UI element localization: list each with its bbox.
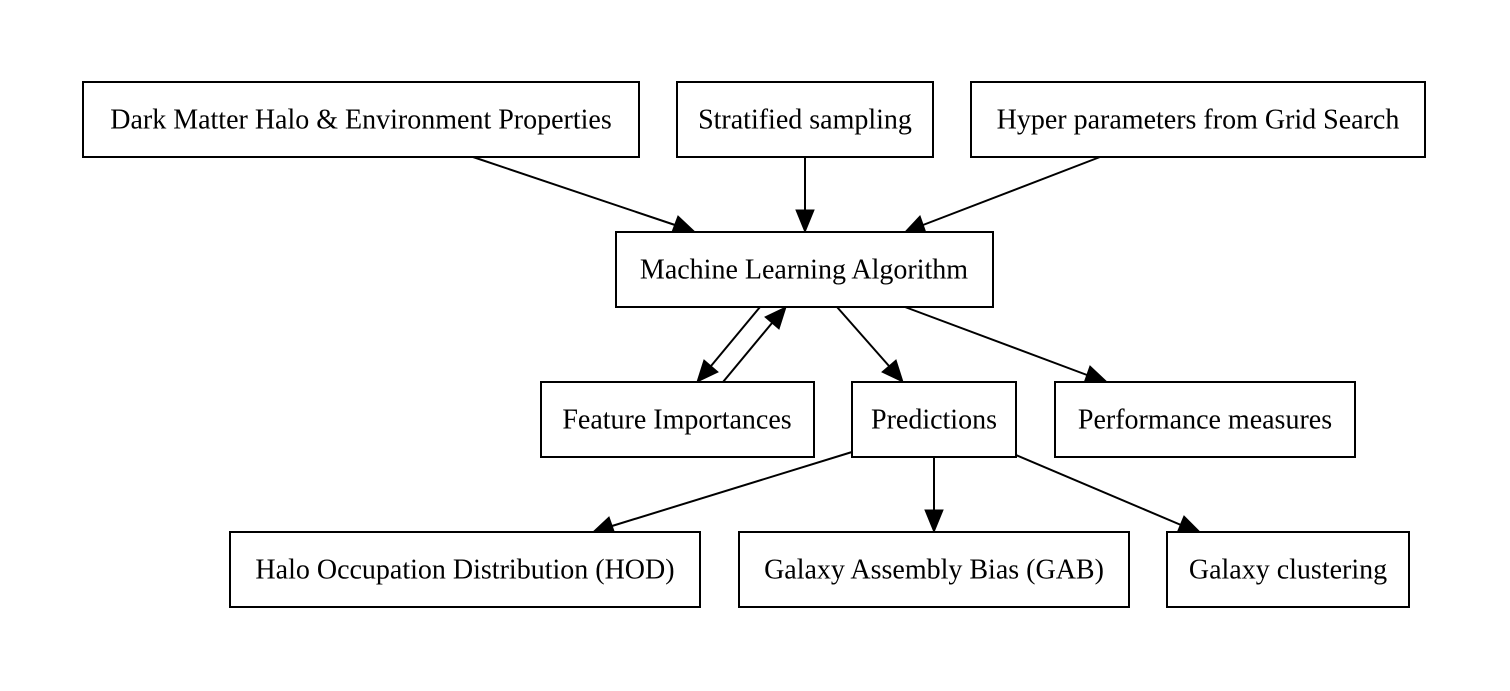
node-stratified-sampling: Stratified sampling — [676, 81, 934, 158]
node-gab-label: Galaxy Assembly Bias (GAB) — [764, 555, 1104, 586]
node-performance-measures-label: Performance measures — [1078, 405, 1332, 436]
node-hod: Halo Occupation Distribution (HOD) — [229, 531, 701, 608]
node-galaxy-clustering-label: Galaxy clustering — [1189, 555, 1387, 586]
edge-predictions-to-gab — [924, 457, 944, 534]
node-dark-matter-halo-label: Dark Matter Halo & Environment Propertie… — [110, 105, 612, 136]
node-performance-measures: Performance measures — [1054, 381, 1356, 458]
node-predictions-label: Predictions — [871, 405, 997, 436]
node-dark-matter-halo: Dark Matter Halo & Environment Propertie… — [82, 81, 640, 158]
edge-stratified-to-ml — [795, 157, 815, 234]
edge-dm-halo-to-ml — [472, 156, 697, 233]
node-predictions: Predictions — [851, 381, 1017, 458]
edge-predictions-to-hod — [591, 451, 853, 535]
edge-ml-to-predictions — [836, 306, 904, 383]
edge-ml-to-performance — [904, 306, 1109, 384]
edge-ml-to-feature — [696, 306, 761, 383]
diagram-edges — [472, 156, 1202, 535]
edge-feature-to-ml — [722, 306, 787, 383]
edge-hyper-to-ml — [903, 156, 1101, 234]
edge-predictions-to-clustering — [1015, 454, 1202, 534]
node-hod-label: Halo Occupation Distribution (HOD) — [255, 555, 674, 586]
node-machine-learning: Machine Learning Algorithm — [615, 231, 994, 308]
node-feature-importances-label: Feature Importances — [562, 405, 791, 436]
node-hyper-parameters-label: Hyper parameters from Grid Search — [997, 105, 1400, 136]
diagram-nodes: Dark Matter Halo & Environment Propertie… — [82, 81, 1426, 608]
node-feature-importances: Feature Importances — [540, 381, 815, 458]
node-machine-learning-label: Machine Learning Algorithm — [640, 255, 968, 286]
node-galaxy-clustering: Galaxy clustering — [1166, 531, 1410, 608]
node-stratified-sampling-label: Stratified sampling — [698, 105, 912, 136]
node-gab: Galaxy Assembly Bias (GAB) — [738, 531, 1130, 608]
node-hyper-parameters: Hyper parameters from Grid Search — [970, 81, 1426, 158]
